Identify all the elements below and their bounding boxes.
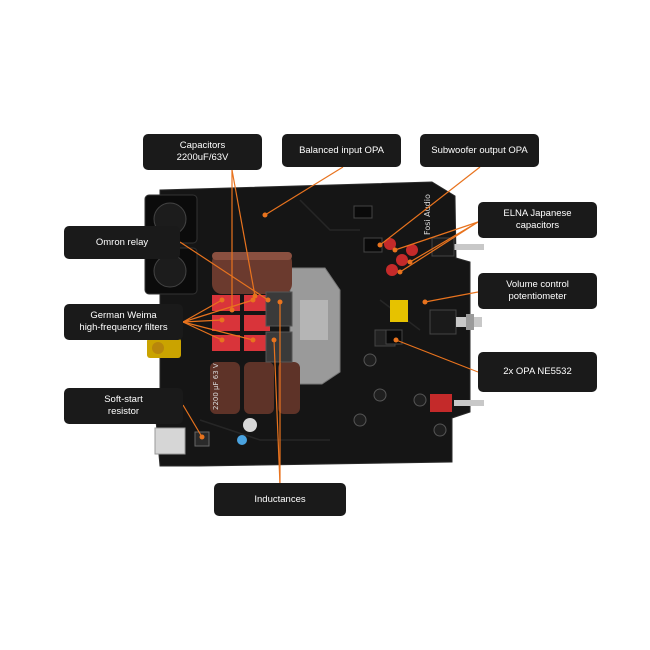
power-connector	[154, 427, 186, 455]
callout-inductances: Inductances	[214, 483, 346, 516]
callout-weima-filters: German Weima high-frequency filters	[64, 304, 183, 340]
xlr-connector-bottom	[144, 247, 198, 295]
callout-elna-capacitors-line2: capacitors	[515, 220, 560, 231]
callout-inductances-line1: Inductances	[254, 493, 306, 505]
pointer-dots	[199, 212, 428, 440]
capacitor-top	[212, 252, 292, 294]
callout-soft-start-resistor-line1: Soft-start	[104, 394, 143, 405]
capacitor-bottom-left	[210, 362, 240, 414]
callout-opa-ne5532-line1: 2x OPA NE5532	[503, 366, 572, 377]
callout-subwoofer-output-opa-line1: Subwoofer output OPA	[431, 144, 528, 156]
callout-soft-start-resistor: Soft-start resistor	[64, 388, 183, 424]
callout-opa-ne5532: 2x OPA NE5532	[478, 352, 597, 392]
toggle-switches	[430, 237, 484, 412]
callout-omron-relay-line1: Omron relay	[95, 236, 149, 248]
callout-capacitors: Capacitors 2200uF/63V	[143, 134, 262, 170]
misc-components	[237, 300, 447, 445]
volume-potentiometer	[429, 309, 482, 335]
callout-volume-control: Volume control potentiometer	[478, 273, 597, 309]
elna-capacitors	[384, 238, 418, 276]
callout-capacitors-line1: Capacitors	[179, 140, 226, 151]
callout-volume-control-line1: Volume control	[506, 279, 569, 290]
callout-balanced-input-opa-line1: Balanced input OPA	[299, 144, 384, 156]
callout-elna-capacitors: ELNA Japanese capacitors	[478, 202, 597, 238]
pointer-lines	[179, 166, 481, 486]
callout-capacitors-line2: 2200uF/63V	[176, 152, 229, 163]
board-brand-text: Fosi Audio	[423, 194, 432, 235]
heatsink	[289, 267, 341, 385]
callout-omron-relay: Omron relay	[64, 226, 180, 259]
callout-balanced-input-opa: Balanced input OPA	[282, 134, 401, 167]
capacitor-bottom-mid	[244, 362, 274, 414]
callout-weima-filters-line2: high-frequency filters	[79, 322, 168, 333]
callout-soft-start-resistor-line2: resistor	[107, 406, 140, 417]
callout-volume-control-line2: potentiometer	[508, 291, 567, 302]
capacitor-bottom-right	[278, 362, 300, 414]
capacitor-marking: 2200 μF 63 V	[212, 363, 220, 410]
callout-weima-filters-line1: German Weima	[90, 310, 157, 321]
inductance-coils	[265, 291, 293, 363]
callout-subwoofer-output-opa: Subwoofer output OPA	[420, 134, 539, 167]
callout-elna-capacitors-line1: ELNA Japanese	[503, 208, 572, 219]
rca-connector	[147, 338, 181, 358]
